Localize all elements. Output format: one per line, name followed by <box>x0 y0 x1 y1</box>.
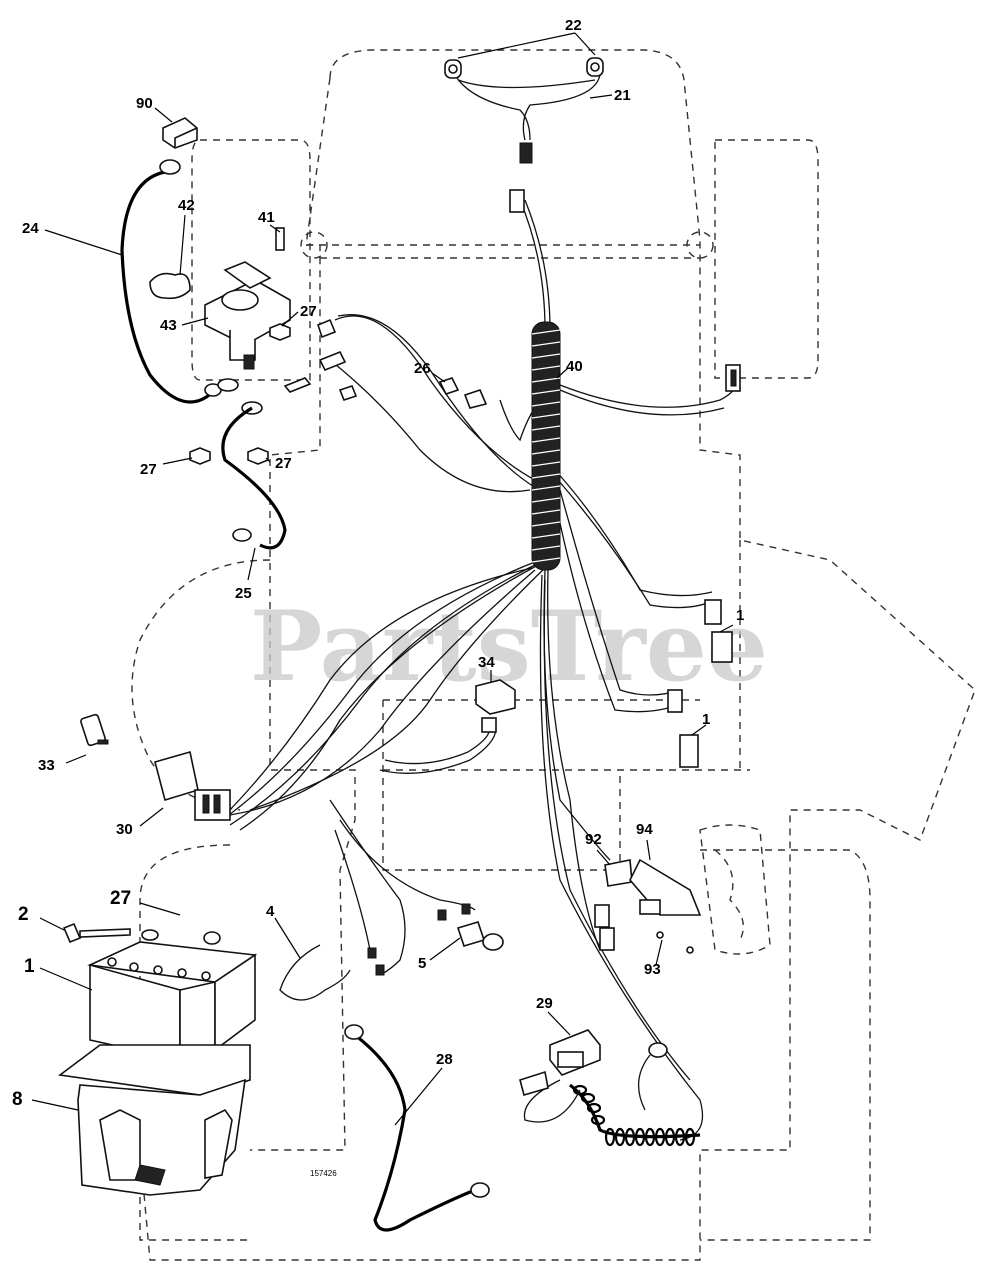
callout-label: 27 <box>300 303 317 320</box>
callout-label: 27 <box>140 461 157 478</box>
callout-label: 1 <box>702 711 710 728</box>
headlight-bulbs <box>444 57 604 79</box>
pto-switch <box>475 679 516 733</box>
battery-tray <box>57 1044 251 1196</box>
callout-label: 92 <box>585 831 602 848</box>
battery-bolt <box>62 922 131 944</box>
ring-terminal <box>648 1042 668 1058</box>
ignition-key <box>80 713 109 747</box>
callout-label: 26 <box>414 360 431 377</box>
tractor-outline <box>131 49 976 1261</box>
callout-label: 40 <box>566 358 583 375</box>
callout-label: 27 <box>275 455 292 472</box>
callout-label: 24 <box>22 220 39 237</box>
callout-label: 93 <box>644 961 661 978</box>
callout-label: 33 <box>38 757 55 774</box>
callout-label: 2 <box>18 904 29 925</box>
ring-terminal <box>470 1182 490 1198</box>
callout-label: 1 <box>736 607 744 624</box>
callout-label: 94 <box>636 821 653 838</box>
control-module <box>519 1029 601 1096</box>
wire-connector <box>317 318 337 339</box>
bolt-part <box>275 227 285 251</box>
battery <box>87 929 258 1062</box>
callout-label: 34 <box>478 654 495 671</box>
watermark-text: PartsTree <box>250 590 768 703</box>
ignition-switch <box>154 750 231 821</box>
brake-switch <box>594 858 702 954</box>
callout-label: 22 <box>565 17 582 34</box>
callout-label: 30 <box>116 821 133 838</box>
callout-label: 29 <box>536 995 553 1012</box>
callout-label: 28 <box>436 1051 453 1068</box>
relay-part <box>162 117 198 149</box>
callout-label: 41 <box>258 209 275 226</box>
ground-wire-part <box>279 944 351 1001</box>
leader-lines <box>31 32 734 1126</box>
cable-boot-part <box>149 272 191 300</box>
solenoid-cable <box>221 406 287 550</box>
harness-connector-top <box>509 189 525 213</box>
headlight-connector <box>519 142 533 164</box>
fuse-holder <box>456 921 504 951</box>
ground-lead <box>638 1054 651 1111</box>
hex-nuts <box>189 323 291 465</box>
callout-label: 8 <box>12 1089 23 1110</box>
callout-label: 25 <box>235 585 252 602</box>
callout-label: 90 <box>136 95 153 112</box>
callout-label: 43 <box>160 317 177 334</box>
callout-label: 1 <box>24 956 35 977</box>
drawing-number: 157426 <box>310 1169 337 1178</box>
callout-label: 21 <box>614 87 631 104</box>
connector-pins <box>730 369 737 387</box>
seat-frame <box>699 824 771 955</box>
fuse-part <box>438 377 488 409</box>
callout-label: 27 <box>110 888 131 909</box>
conduit-sleeve <box>531 321 561 571</box>
callout-label: 42 <box>178 197 195 214</box>
starter-solenoid <box>204 261 291 370</box>
ring-terminal <box>344 1024 364 1040</box>
callout-label: 5 <box>418 955 426 972</box>
callout-labels: 90 22 21 24 42 41 27 43 40 26 27 27 25 1… <box>12 17 744 1110</box>
wire-terminals <box>367 903 471 976</box>
terminal-bolt <box>283 377 312 393</box>
callout-label: 4 <box>266 903 275 920</box>
wire-connector <box>318 350 347 372</box>
battery-cable <box>354 1033 476 1232</box>
interlock-switch <box>667 599 733 768</box>
washer-part <box>217 378 239 392</box>
ring-terminal <box>232 528 252 542</box>
coiled-cord <box>523 1079 701 1147</box>
wire-connector <box>338 385 358 401</box>
ground-cable <box>120 170 217 404</box>
